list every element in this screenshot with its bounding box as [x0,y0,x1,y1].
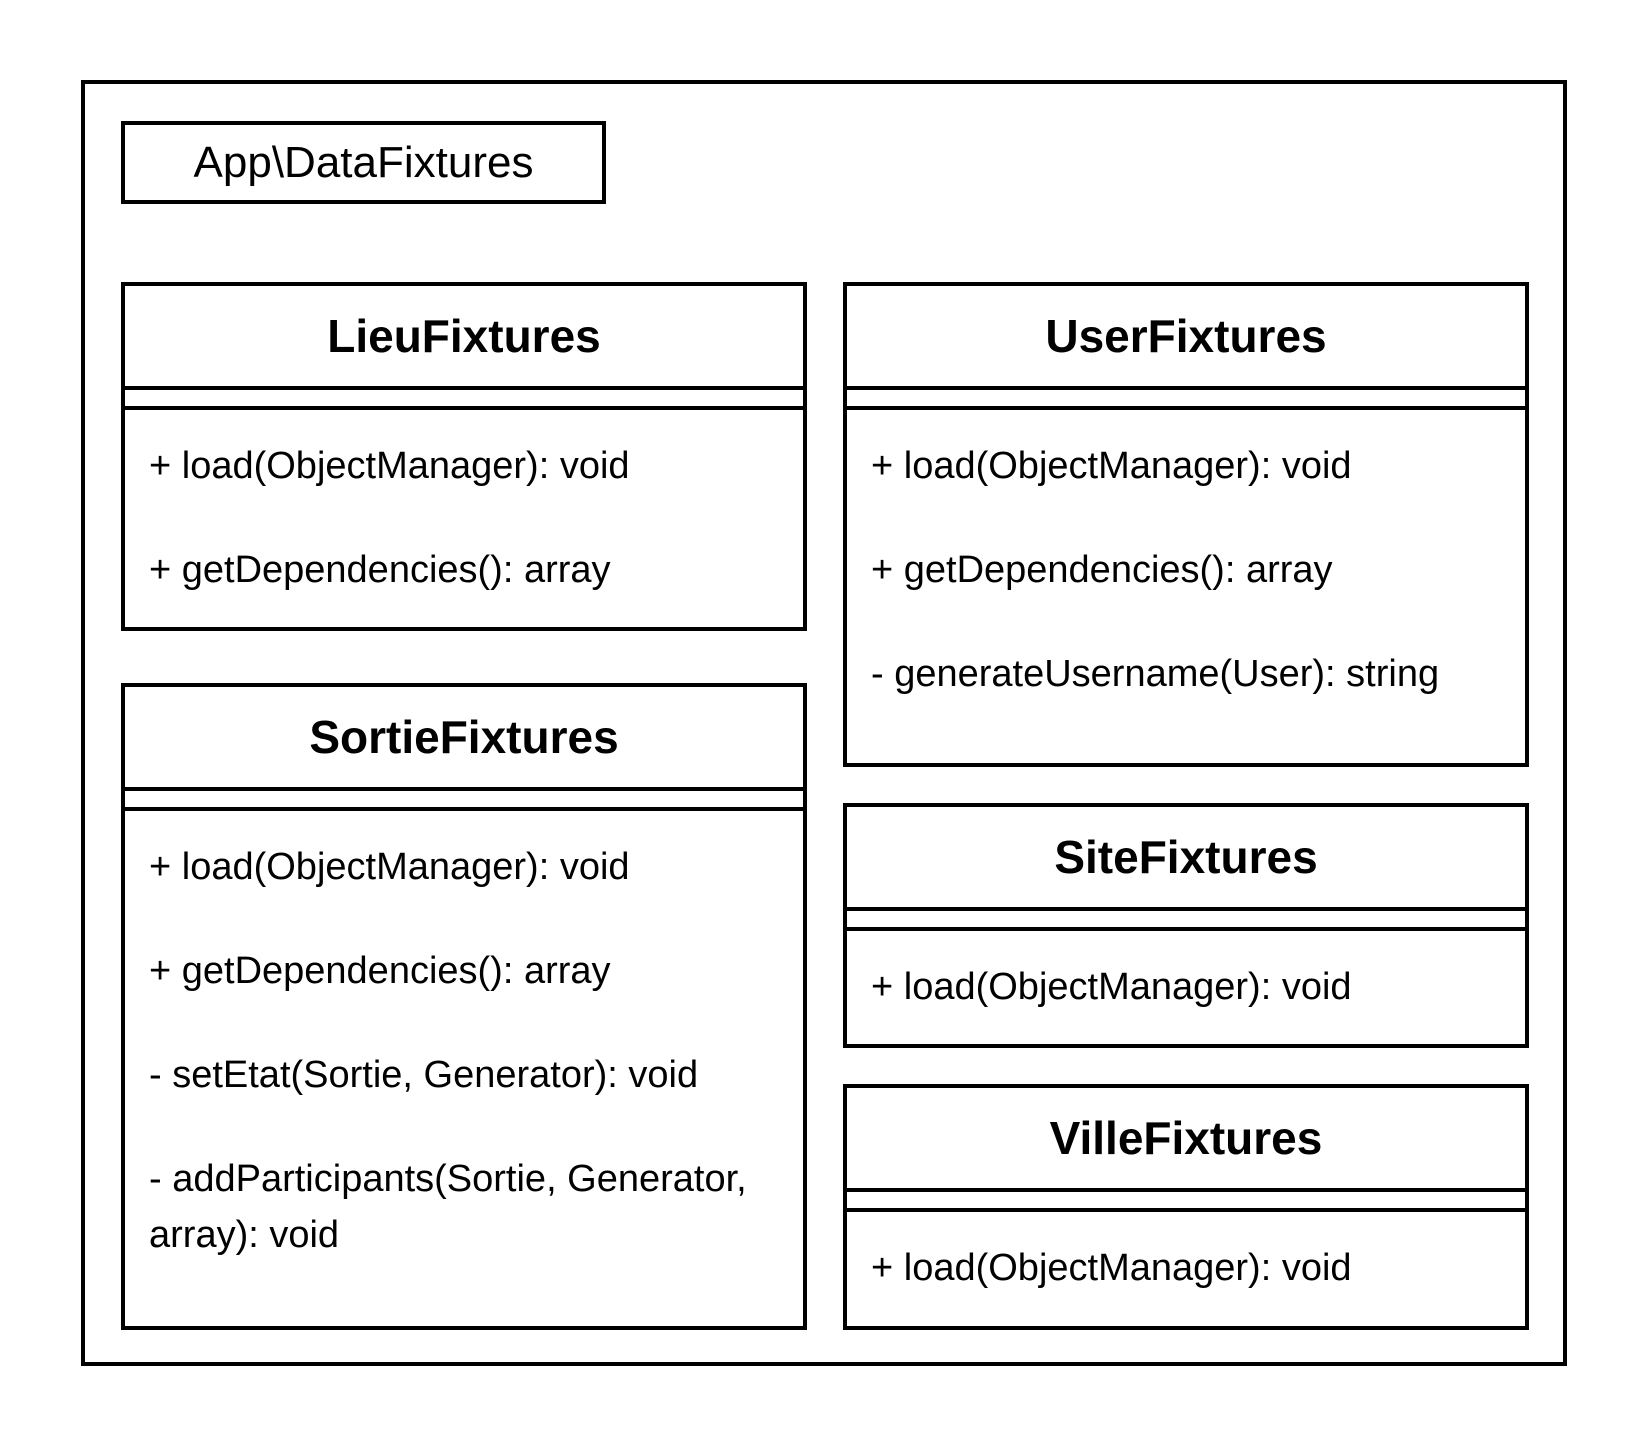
attributes-compartment [125,386,803,410]
method: + load(ObjectManager): void [149,445,630,487]
class-ville-fixtures: VilleFixtures + load(ObjectManager): voi… [843,1084,1529,1330]
methods-compartment: + load(ObjectManager): void [847,1212,1525,1296]
package-frame [81,80,1567,1366]
class-sortie-fixtures: SortieFixtures + load(ObjectManager): vo… [121,683,807,1330]
class-user-fixtures: UserFixtures + load(ObjectManager): void… [843,282,1529,767]
attributes-compartment [847,907,1525,931]
method: - setEtat(Sortie, Generator): void [149,1054,699,1096]
methods-compartment: + load(ObjectManager): void + getDepende… [125,811,803,1263]
class-site-fixtures: SiteFixtures + load(ObjectManager): void [843,803,1529,1048]
class-name: LieuFixtures [327,310,601,362]
method: - addParticipants(Sortie, Generator, arr… [149,1158,747,1256]
class-name: SiteFixtures [1054,831,1318,883]
package-label: App\DataFixtures [121,121,606,204]
method: + load(ObjectManager): void [149,846,630,888]
method: + load(ObjectManager): void [871,445,1352,487]
attributes-compartment [847,1188,1525,1212]
attributes-compartment [125,787,803,811]
method: + load(ObjectManager): void [871,966,1352,1008]
methods-compartment: + load(ObjectManager): void [847,931,1525,1015]
methods-compartment: + load(ObjectManager): void + getDepende… [125,410,803,598]
attributes-compartment [847,386,1525,410]
method: + load(ObjectManager): void [871,1247,1352,1289]
method: + getDependencies(): array [871,549,1333,591]
class-name: VilleFixtures [1049,1112,1323,1164]
method: + getDependencies(): array [149,950,611,992]
method: - generateUsername(User): string [871,653,1440,695]
class-lieu-fixtures: LieuFixtures + load(ObjectManager): void… [121,282,807,631]
class-name: SortieFixtures [309,711,619,763]
method: + getDependencies(): array [149,549,611,591]
class-name: UserFixtures [1045,310,1327,362]
methods-compartment: + load(ObjectManager): void + getDepende… [847,410,1525,702]
